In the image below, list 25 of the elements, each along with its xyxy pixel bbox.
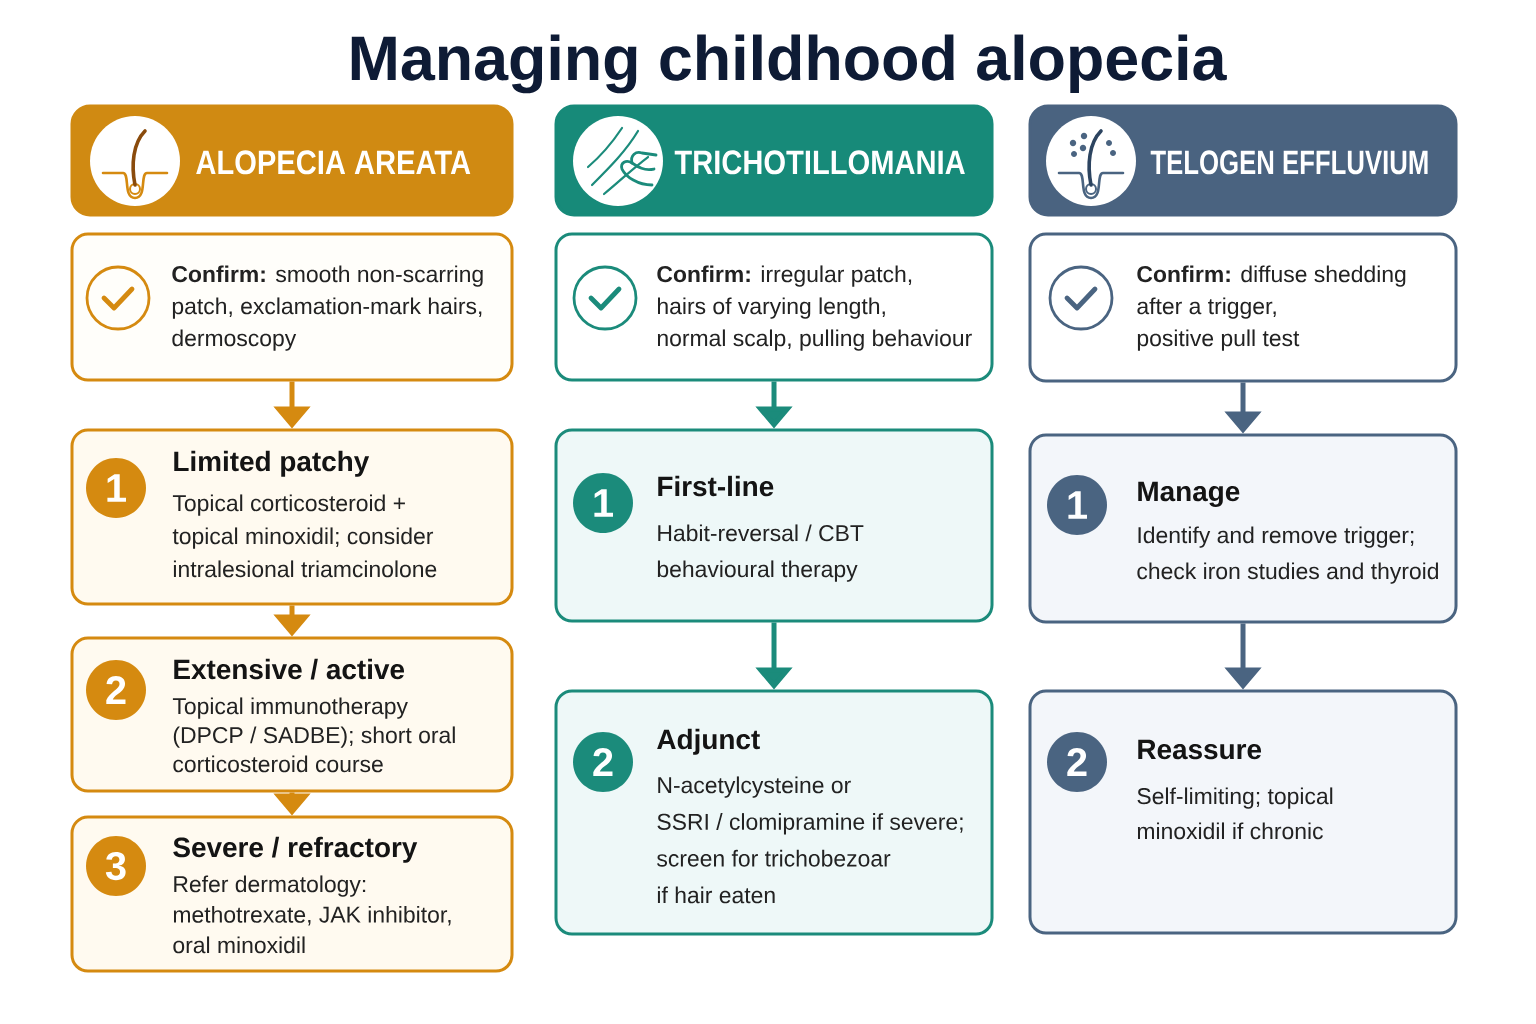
number-badge: 1 <box>1047 475 1107 535</box>
number-badge: 1 <box>86 458 146 518</box>
step-heading: Reassure <box>1138 739 1262 760</box>
step-text: Topical corticosteroid + topical minoxidil; consider intralesional triamcinolone <box>172 494 437 578</box>
step-text: Topical immunotherapy (DPCP / SADBE); short oral corticosteroid course <box>172 697 455 773</box>
number-badge: 2 <box>1047 732 1107 792</box>
step-heading: Adjunct <box>657 728 760 755</box>
confirm-text: Confirm: diffuse shedding after a trigger, positive pull test <box>1137 265 1406 351</box>
confirm-text: Confirm: irregular patch, hairs of varying length, normal scalp, pulling behaviour <box>657 265 972 351</box>
number-badge: 2 <box>86 660 146 720</box>
step-heading: Extensive / active <box>174 658 405 680</box>
step-text: Habit-reversal / CBT behavioural therapy <box>657 524 864 582</box>
step-text: Refer dermatology: methotrexate, JAK inhibitor, oral minoxidil <box>173 875 451 954</box>
step-heading: Severe / refractory <box>173 836 418 863</box>
number-badge: 3 <box>86 836 146 896</box>
confirm-text: Confirm: smooth non-scarring patch, exclamation-mark hairs, dermoscopy <box>172 265 483 351</box>
number-badge: 2 <box>573 732 633 792</box>
step-heading: First-line <box>658 475 774 497</box>
step-heading: Manage <box>1138 481 1240 507</box>
step-text: Identify and remove trigger; check iron studies and thyroid <box>1137 526 1438 584</box>
number-badge: 1 <box>573 473 633 533</box>
step-heading: Limited patchy <box>174 450 370 477</box>
step-text: Self-limiting; topical minoxidil if chronic <box>1137 787 1333 840</box>
title: Managing childhood alopecia <box>351 34 1227 94</box>
step-text: N-acetylcysteine or SSRI / clomipramine if severe; screen for trichobezoar if hair eaten <box>657 776 963 904</box>
